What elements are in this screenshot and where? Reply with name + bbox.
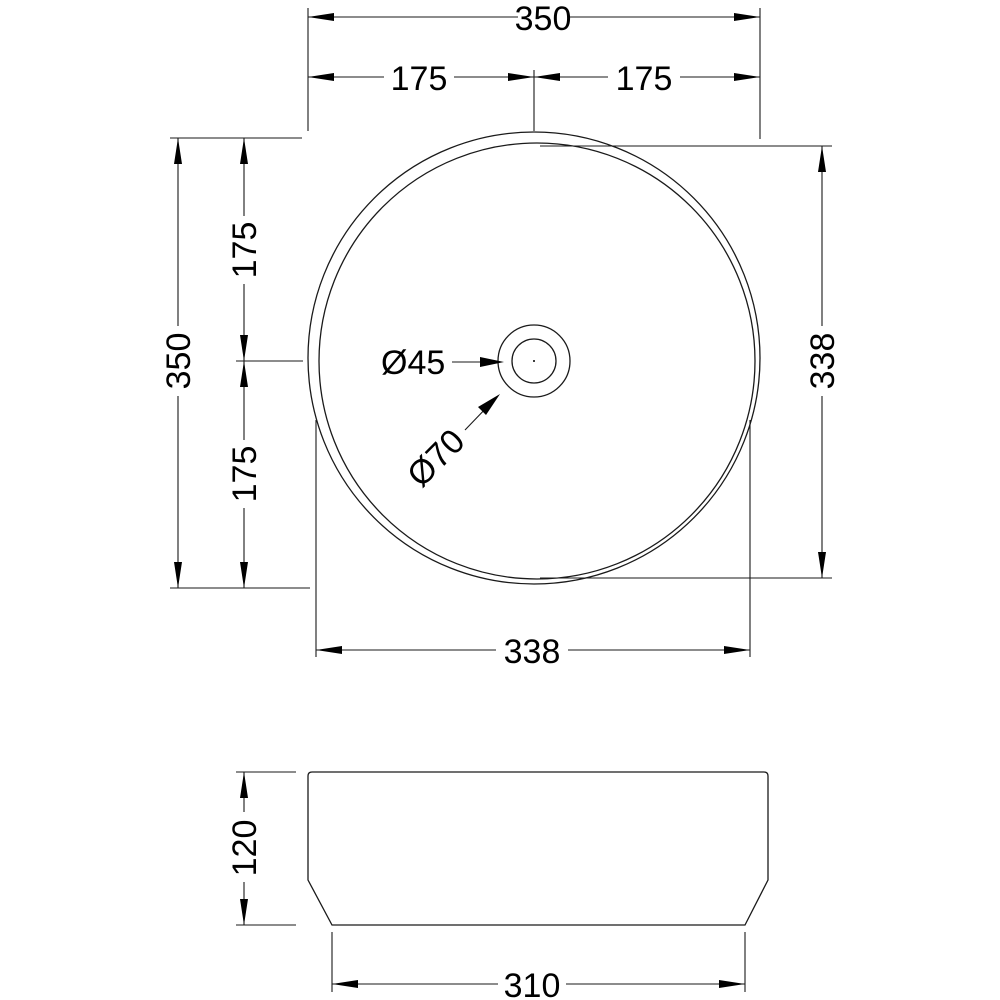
dim-label-drain-45: Ø45 [381,344,445,382]
drain-inner-circle [511,338,557,384]
dimension-height: 120 [226,772,264,925]
dimension-drain-outer: Ø70 [400,394,500,494]
top-view: 350 175 175 350 [160,0,842,671]
dim-label-175-left: 175 [391,60,448,98]
dimension-half-widths: 175 175 [308,60,760,98]
dim-label-175-right: 175 [616,60,673,98]
dimension-drain-inner: Ø45 [381,344,504,382]
dim-label-338-bottom: 338 [504,633,561,671]
dimension-bowl-height: 338 [804,146,842,578]
dim-label-350-left: 350 [160,333,198,390]
drain-hole [497,324,571,398]
drain-center-point [533,360,535,362]
dimension-overall-height: 350 [160,138,198,588]
basin-inner-rim [318,142,756,580]
dimension-half-heights: 175 175 [226,138,264,588]
dim-label-175-upper: 175 [226,222,264,279]
dimension-base-width: 310 [332,967,745,1000]
dim-label-310: 310 [504,967,561,1000]
dim-label-120: 120 [226,820,264,877]
dim-label-drain-70: Ø70 [400,422,472,494]
dim-label-350-top: 350 [515,0,572,38]
dimension-overall-width: 350 [308,0,760,38]
dim-label-338-right: 338 [804,333,842,390]
basin-side-profile [307,771,769,926]
basin-outer-rim [307,131,761,585]
side-view: 120 310 [226,771,769,1000]
dim-label-175-lower: 175 [226,446,264,503]
dimension-bowl-width: 338 [316,633,750,671]
